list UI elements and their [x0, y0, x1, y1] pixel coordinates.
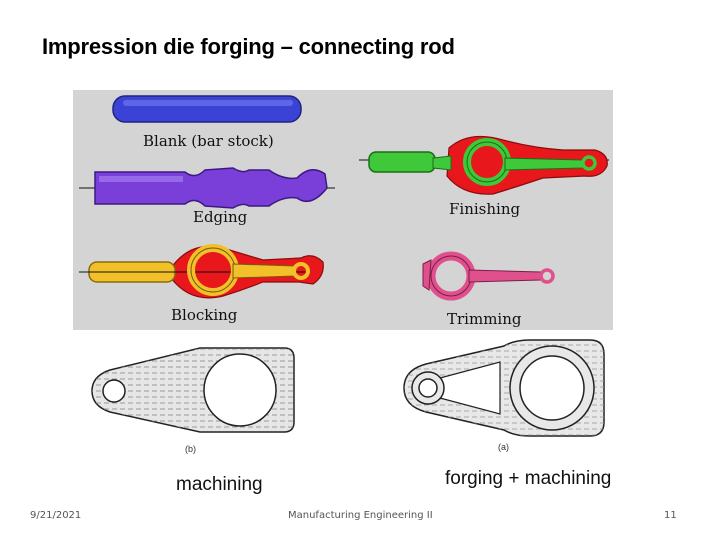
blocking-forging	[79, 244, 324, 299]
figure-tag-b: (b)	[185, 444, 196, 454]
footer-date: 9/21/2021	[30, 510, 82, 521]
blank-bar-stock	[112, 95, 302, 123]
forging-stages-figure: Blank (bar stock) Edging Blocking Finish…	[73, 90, 613, 330]
caption-machining: machining	[176, 474, 263, 495]
stage-label-blocking: Blocking	[171, 306, 238, 324]
forging-stages-svg	[79, 95, 609, 301]
connecting-rod-drawing-machining	[91, 347, 295, 433]
slide-title: Impression die forging – connecting rod	[42, 34, 455, 59]
stage-label-edging: Edging	[193, 208, 248, 226]
stage-label-blank: Blank (bar stock)	[143, 132, 274, 150]
footer-page-number: 11	[664, 510, 677, 521]
caption-forging-machining: forging + machining	[445, 468, 612, 489]
trimming-part	[422, 251, 555, 301]
edging-bar	[79, 167, 335, 209]
connecting-rod-drawing-forging-machining	[403, 339, 605, 437]
figure-tag-a: (a)	[498, 442, 509, 452]
stage-label-trimming: Trimming	[447, 310, 522, 328]
finishing-forging	[359, 135, 609, 195]
footer-course: Manufacturing Engineering II	[288, 510, 433, 521]
stage-label-finishing: Finishing	[449, 200, 521, 218]
